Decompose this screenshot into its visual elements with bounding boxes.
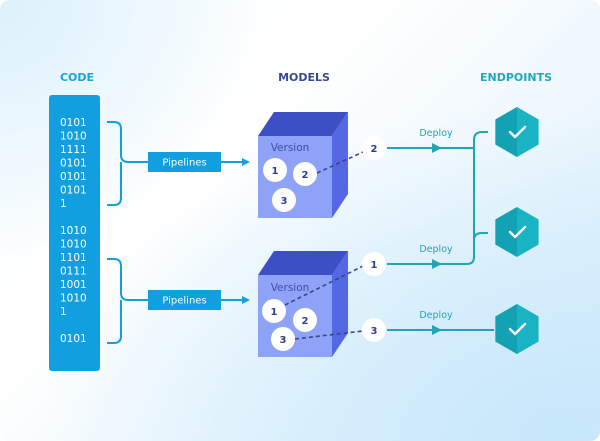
deploy-version-bubble[interactable]: 3	[362, 318, 386, 342]
deploy-arrow	[432, 143, 442, 153]
svg-text:2: 2	[371, 144, 378, 155]
version-label: Version	[271, 142, 310, 154]
endpoint-2[interactable]	[495, 207, 539, 257]
header-endpoints: ENDPOINTS	[480, 71, 552, 84]
code-line: 0101	[60, 171, 87, 183]
dashed-link	[284, 265, 364, 306]
code-line: 1	[60, 198, 67, 210]
code-line: 1010	[60, 293, 87, 305]
deploy-arrow	[432, 259, 442, 269]
svg-text:1: 1	[371, 260, 378, 271]
code-line: 0101	[60, 158, 87, 170]
model-cube-1: Version 1 2 3	[258, 112, 348, 218]
check-icon	[508, 125, 527, 139]
dashed-link	[294, 330, 364, 340]
pipeline-box	[148, 152, 221, 172]
deploy-branch	[473, 232, 488, 241]
pipeline-2: Pipelines	[148, 290, 250, 310]
cube-side	[332, 112, 348, 218]
code-line: 1111	[60, 144, 87, 156]
deploy-label: Deploy	[419, 244, 453, 255]
bracket-bottom	[107, 258, 148, 344]
code-lines: 0101101011110101010101011101010101101011…	[60, 117, 87, 345]
svg-text:1: 1	[272, 166, 279, 177]
version-circle[interactable]: 1	[262, 299, 286, 323]
deploy-arrow	[432, 325, 442, 335]
pipeline-label: Pipelines	[162, 296, 206, 307]
svg-text:2: 2	[302, 170, 309, 181]
deploy-version-bubble[interactable]: 2	[362, 136, 386, 160]
cube-top	[258, 251, 348, 275]
pipeline-box	[148, 290, 221, 310]
version-circle[interactable]: 2	[293, 162, 317, 186]
code-line: 1101	[60, 252, 87, 264]
deploy-line	[387, 131, 488, 265]
pipeline-label: Pipelines	[162, 158, 206, 169]
code-line: 1	[60, 306, 67, 318]
code-line: 1001	[60, 279, 87, 291]
model-cube-2: Version 1 2 3	[258, 251, 348, 357]
code-line: 1010	[60, 239, 87, 251]
cube-top	[258, 112, 348, 136]
dashed-link	[316, 151, 364, 174]
version-circle[interactable]: 3	[272, 188, 296, 212]
cube-side	[332, 251, 348, 357]
bracket-top	[107, 121, 148, 206]
version-circle[interactable]: 3	[271, 327, 295, 351]
endpoint-3[interactable]	[495, 304, 539, 354]
svg-text:3: 3	[280, 335, 287, 346]
deploy-version-bubble[interactable]: 1	[362, 252, 386, 276]
svg-text:3: 3	[281, 196, 288, 207]
code-line: 0101	[60, 117, 87, 129]
svg-text:3: 3	[371, 326, 378, 337]
code-line: 0101	[60, 333, 87, 345]
header-models: MODELS	[278, 71, 330, 84]
code-line: 1010	[60, 131, 87, 143]
version-circle[interactable]: 2	[293, 308, 317, 332]
code-line: 0111	[60, 266, 87, 278]
code-line: 0101	[60, 185, 87, 197]
code-line: 1010	[60, 225, 87, 237]
svg-text:2: 2	[302, 316, 309, 327]
header-code: CODE	[60, 71, 94, 84]
pipeline-1: Pipelines	[148, 152, 250, 172]
deploy-label: Deploy	[419, 310, 453, 321]
version-label: Version	[271, 282, 310, 294]
endpoint-1[interactable]	[495, 107, 539, 157]
deploy-label: Deploy	[419, 128, 453, 139]
version-circle[interactable]: 1	[263, 158, 287, 182]
check-icon	[508, 322, 527, 336]
check-icon	[508, 225, 527, 239]
svg-text:1: 1	[271, 307, 278, 318]
code-block	[49, 95, 100, 371]
